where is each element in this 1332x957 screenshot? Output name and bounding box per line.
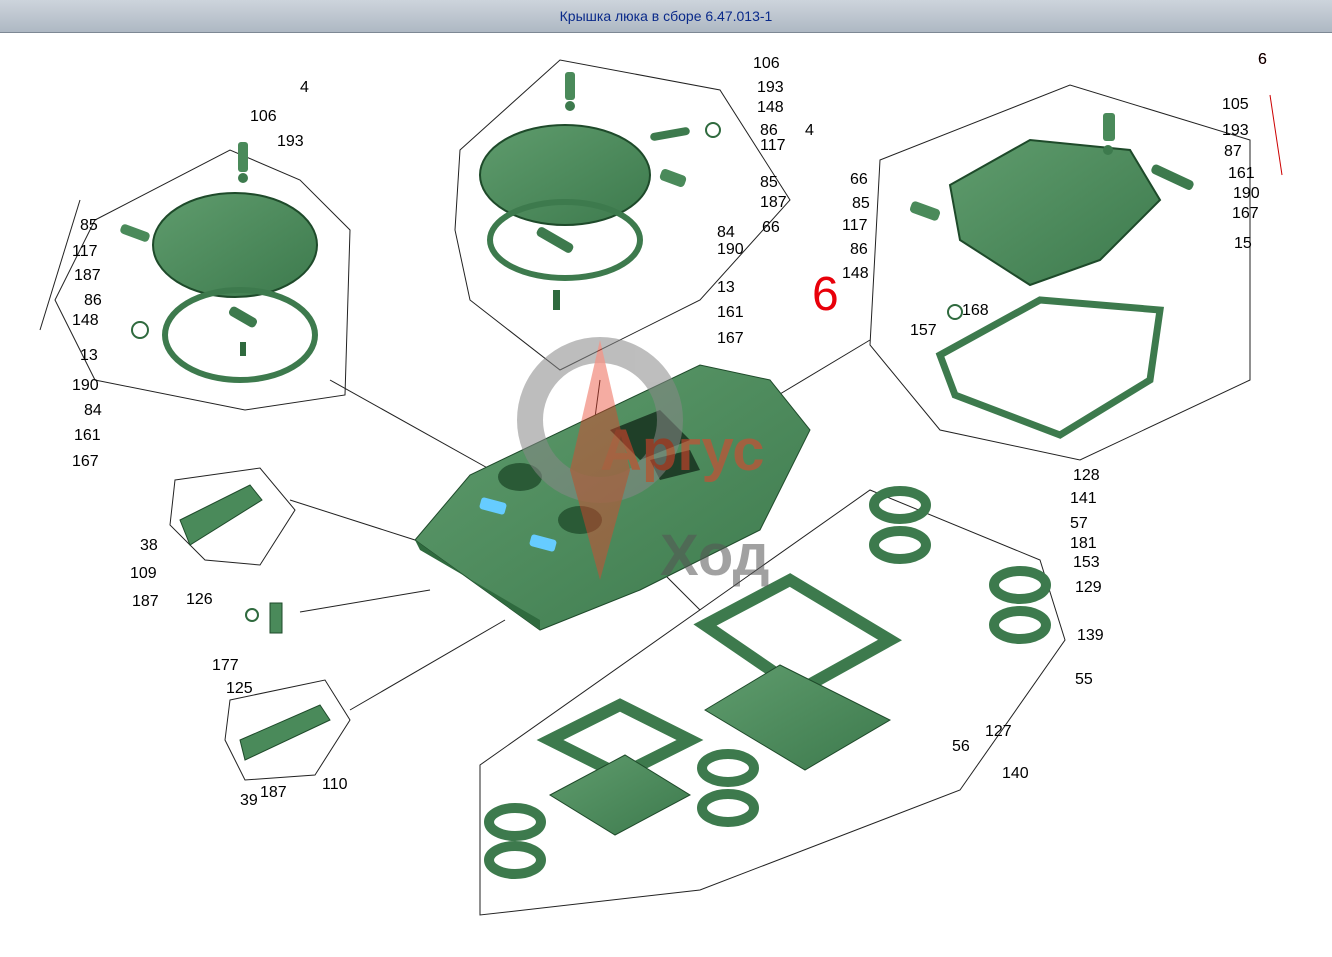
- exploded-diagram: Аргус Ход 6 6 41061938511718786148131908…: [39, 51, 1283, 916]
- part-label-109: 109: [130, 565, 157, 582]
- small-parts: [179, 484, 331, 761]
- part-label-167: 167: [72, 453, 99, 470]
- part-label-181: 181: [1070, 535, 1097, 552]
- part-label-187: 187: [260, 784, 287, 801]
- part-label-187: 187: [760, 194, 787, 211]
- plates: [536, 573, 902, 836]
- part-label-148: 148: [72, 312, 99, 329]
- part-label-167: 167: [717, 330, 744, 347]
- watermark-line2: Ход: [660, 523, 769, 588]
- part-label-66: 66: [762, 219, 780, 236]
- part-label-193: 193: [1222, 122, 1249, 139]
- part-label-168: 168: [962, 302, 989, 319]
- part-label-117: 117: [842, 217, 868, 234]
- part-label-84: 84: [717, 224, 735, 241]
- part-label-110: 110: [322, 776, 348, 793]
- part-label-139: 139: [1077, 627, 1104, 644]
- watermark-logo: Аргус Ход: [517, 337, 769, 588]
- part-label-87: 87: [1224, 143, 1242, 160]
- part-label-157: 157: [910, 322, 937, 339]
- part-label-57: 57: [1070, 515, 1088, 532]
- part-label-187: 187: [132, 593, 159, 610]
- part-label-86: 86: [84, 292, 102, 309]
- part-label-86: 86: [850, 241, 868, 258]
- part-label-126: 126: [186, 591, 213, 608]
- part-label-193: 193: [277, 133, 304, 150]
- part-label-140: 140: [1002, 765, 1029, 782]
- part-label-13: 13: [80, 347, 98, 364]
- red-mark-6: 6: [812, 268, 839, 321]
- part-label-129: 129: [1075, 579, 1102, 596]
- part-label-56: 56: [952, 738, 970, 755]
- right-hatch-parts: [909, 113, 1194, 439]
- part-label-153: 153: [1073, 554, 1100, 571]
- watermark-line1: Аргус: [600, 418, 765, 483]
- part-label-148: 148: [842, 265, 869, 282]
- part-label-106: 106: [753, 55, 780, 72]
- part-label-190: 190: [717, 241, 744, 258]
- rings: [484, 486, 1051, 879]
- center-hatch-parts: [479, 72, 721, 310]
- center-hatch-ref-label: 4: [805, 122, 814, 139]
- part-label-66: 66: [850, 171, 868, 188]
- group-outlines: [54, 59, 1251, 916]
- window-title: Крышка люка в сборе 6.47.013-1: [559, 8, 773, 24]
- part-label-177: 177: [212, 657, 239, 674]
- part-label-84: 84: [84, 402, 102, 419]
- part-label-161: 161: [1228, 165, 1255, 182]
- part-label-85: 85: [852, 195, 870, 212]
- part-label-128: 128: [1073, 467, 1100, 484]
- part-label-106: 106: [250, 108, 277, 125]
- part-label-55: 55: [1075, 671, 1093, 688]
- part-label-148: 148: [757, 99, 784, 116]
- left-hatch-ref-label: 4: [300, 79, 309, 96]
- part-label-161: 161: [74, 427, 101, 444]
- part-label-38: 38: [140, 537, 158, 554]
- part-label-85: 85: [760, 174, 778, 191]
- part-label-193: 193: [757, 79, 784, 96]
- part-label-85: 85: [80, 217, 98, 234]
- window-titlebar: Крышка люка в сборе 6.47.013-1: [0, 0, 1332, 33]
- part-label-86: 86: [760, 122, 778, 139]
- left-hatch-parts: [120, 142, 318, 383]
- part-label-105: 105: [1222, 96, 1249, 113]
- red-mark-small-6: 6: [1258, 51, 1267, 68]
- part-label-125: 125: [226, 680, 253, 697]
- part-label-13: 13: [717, 279, 735, 296]
- part-label-190: 190: [1233, 185, 1260, 202]
- part-label-117: 117: [760, 137, 786, 154]
- part-label-127: 127: [985, 723, 1012, 740]
- part-label-161: 161: [717, 304, 744, 321]
- part-label-167: 167: [1232, 205, 1259, 222]
- part-label-39: 39: [240, 792, 258, 809]
- part-label-190: 190: [72, 377, 99, 394]
- part-label-187: 187: [74, 267, 101, 284]
- part-labels: 4106193851171878614813190841611674106193…: [72, 51, 1267, 809]
- part-label-15: 15: [1234, 235, 1252, 252]
- right-hatch-ref-label: 6: [1258, 51, 1267, 68]
- part-label-117: 117: [72, 243, 98, 260]
- part-label-141: 141: [1070, 490, 1097, 507]
